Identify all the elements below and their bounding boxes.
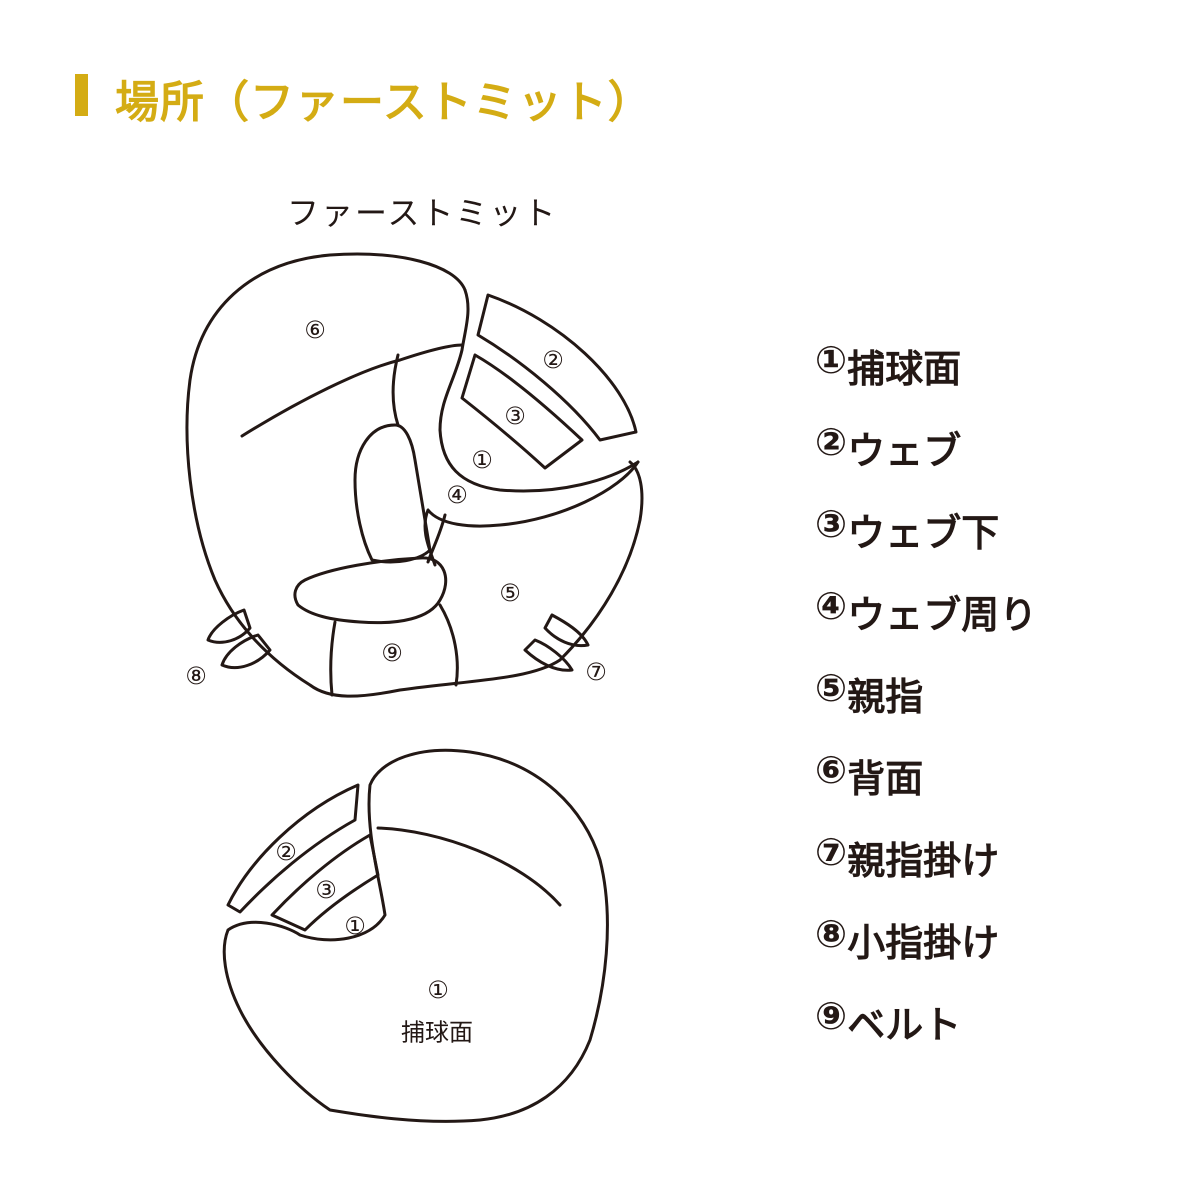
title-accent-bar [75,74,88,116]
web-region-2 [476,293,638,442]
legend-label: ウェブ [847,429,962,473]
thumb-hook-1 [543,613,590,648]
marker-7: ⑦ [585,658,607,686]
legend-label: ウェブ下 [847,511,1000,555]
legend-label: ベルト [847,1003,962,1047]
page-title: 場所（ファーストミット） [115,77,653,128]
mitt-pocket-view [222,748,609,1123]
web-region-3 [460,353,584,470]
belt-strap [329,603,459,697]
marker-3: ③ [504,402,526,430]
marker-8: ⑧ [185,662,207,690]
finger-pad [353,423,432,564]
legend-num: ② [815,420,848,464]
legend-label: 背面 [847,757,924,801]
belt [293,556,448,625]
marker-1-catch-face: ① [427,976,449,1004]
mitt-back-view [185,252,644,698]
lace-1 [391,353,400,427]
legend-num: ③ [815,502,848,546]
legend-label: 小指掛け [847,921,1000,965]
legend-num: ④ [815,584,848,628]
legend-num: ① [815,338,848,382]
marker-2: ② [542,346,564,374]
legend-label: ウェブ周り [847,593,1038,637]
marker-1: ① [471,446,493,474]
marker-1-bottom: ① [344,912,366,940]
legend-num: ⑤ [815,666,848,710]
marker-2-bottom: ② [275,838,297,866]
legend-num: ⑧ [815,912,848,956]
pocket-crease [376,826,562,907]
back-crease [240,343,464,438]
legend-label: 親指 [847,675,924,719]
web-3-bottom [270,833,380,932]
pinky-hook-2 [220,633,272,670]
legend-label: 親指掛け [847,839,1000,883]
back-top-edge [438,288,640,493]
legend-num: ⑥ [815,748,848,792]
pinky-hook-1 [206,608,252,644]
thumb-region [423,460,640,567]
catch-face-label: 捕球面 [401,1018,473,1047]
legend-num: ⑦ [815,830,848,874]
web-2-bottom [226,783,360,914]
legend-label: 捕球面 [847,347,962,391]
pocket-outline [222,748,609,1123]
diagram-caption: ファーストミット [287,194,558,232]
lace-2 [426,513,447,564]
marker-6: ⑥ [304,316,326,344]
marker-5: ⑤ [499,579,521,607]
legend-num: ⑨ [815,994,848,1038]
thumb-hook-2 [523,638,574,672]
marker-3-bottom: ③ [315,876,337,904]
marker-9: ⑨ [381,639,403,667]
marker-4: ④ [446,481,468,509]
